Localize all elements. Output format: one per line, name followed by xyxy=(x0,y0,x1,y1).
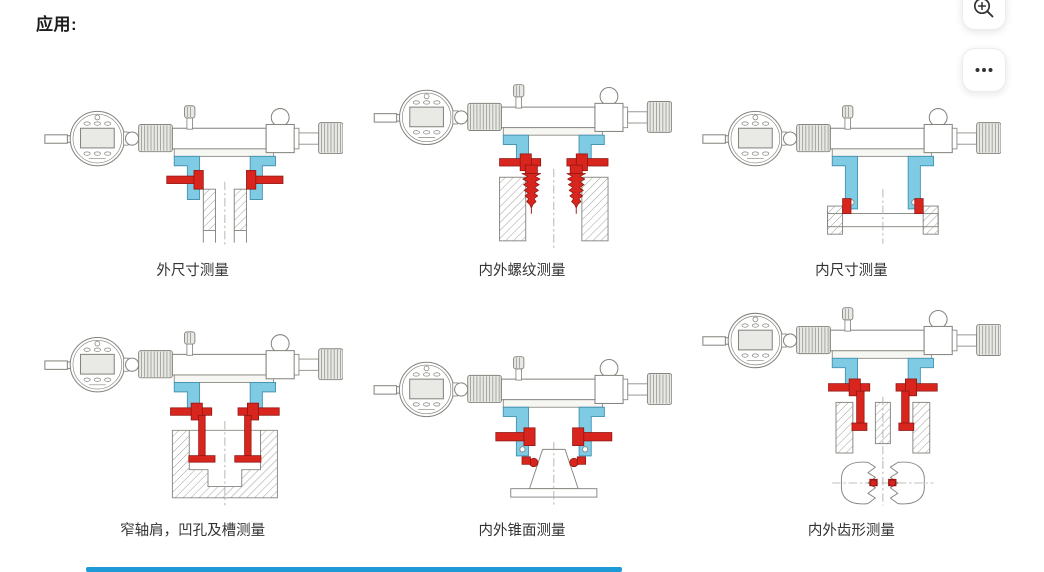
gear-measurement-diagram xyxy=(701,303,1002,513)
figure-caption: 内尺寸测量 xyxy=(815,263,888,279)
zoom-in-button[interactable] xyxy=(962,0,1006,30)
figure-caption: 内外螺纹测量 xyxy=(478,263,566,279)
application-figure-grid: 外尺寸测量 内外螺纹测量 xyxy=(28,58,1016,540)
figure-caption: 内外锥面测量 xyxy=(478,523,566,539)
more-options-button[interactable] xyxy=(962,48,1006,92)
figure-caption: 内外齿形测量 xyxy=(807,523,895,539)
figure-groove-measurement: 窄轴肩，凹孔及槽测量 xyxy=(28,308,357,540)
figure-caption: 外尺寸测量 xyxy=(156,263,229,279)
page-title: 应用: xyxy=(36,15,78,34)
groove-diagram-svg xyxy=(44,331,343,506)
taper-measurement-diagram xyxy=(372,352,672,513)
zoom-in-icon xyxy=(973,0,994,18)
thread-measurement-diagram xyxy=(372,80,672,253)
figure-taper-measurement: 内外锥面测量 xyxy=(357,308,686,540)
floating-toolbar xyxy=(962,0,1006,92)
gear-diagram-svg xyxy=(702,307,1002,506)
figure-gear-measurement: 内外齿形测量 xyxy=(687,307,1016,540)
internal-measurement-diagram xyxy=(701,101,1002,253)
thread-diagram-svg xyxy=(373,84,672,249)
figure-thread-measurement: 内外螺纹测量 xyxy=(357,58,686,280)
ellipsis-icon xyxy=(975,68,993,72)
taper-diagram-svg xyxy=(373,356,672,505)
horizontal-scrollbar-thumb[interactable] xyxy=(86,567,622,572)
groove-measurement-diagram xyxy=(43,327,343,513)
external-diagram-svg xyxy=(44,105,343,246)
internal-diagram-svg xyxy=(702,105,1002,244)
figure-external-measurement: 外尺寸测量 xyxy=(28,58,357,280)
figure-caption: 窄轴肩，凹孔及槽测量 xyxy=(120,523,266,539)
figure-internal-measurement: 内尺寸测量 xyxy=(687,58,1016,280)
external-measurement-diagram xyxy=(43,101,343,253)
